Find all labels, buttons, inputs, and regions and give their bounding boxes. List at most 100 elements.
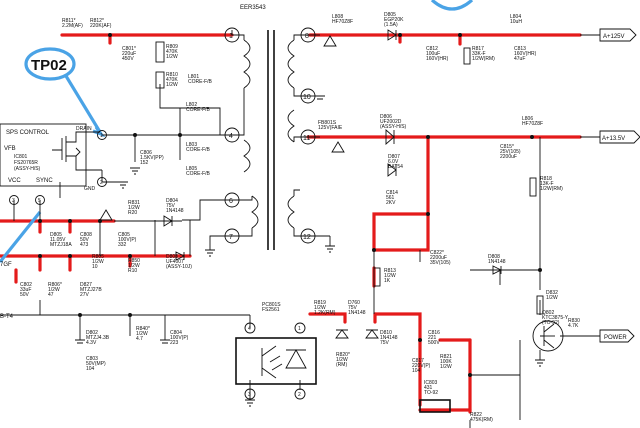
d806-part: UF2002D [380,119,402,125]
r813-val: 1K [384,278,391,284]
c822-v: 35V(105) [430,260,451,266]
r817-ref: R817 [472,46,484,52]
pc-pin-4: 4 [248,326,251,332]
svg-text:C815*25V(105)2200uF: C815*25V(105)2200uF [500,144,521,160]
r811-ref: R811* [62,18,76,24]
d805-v: 11.05V [50,237,66,243]
c822-val: 2200uF [430,255,447,261]
power-tag-label: POWER [604,335,627,341]
tp02-marker: TP02 [24,47,106,138]
d832-w: 1/2W [546,295,558,301]
c801-ref: C801* [122,46,136,52]
c803-code: 104 [86,366,95,372]
r840-val: 4.7 [136,336,143,342]
q802-pkg: (TO-92) [542,320,560,326]
r819-ref: R819 [314,300,326,306]
pin-8: 8 [305,33,309,40]
r822-ref: R822 [470,412,482,418]
r818-w: 1/2W(RM) [540,186,563,192]
l804-val: 10uH [510,19,522,25]
r819-val: 1.2K(RM) [314,310,336,316]
q802-transistor [532,320,564,352]
c805-v: 100V(P) [118,237,137,243]
c813-val: 47uF [514,56,525,62]
l805-ref: L805 [186,166,197,172]
pin-10: 10 [303,94,311,101]
r809-w: 1/2W [166,54,178,60]
l804-ref: L804 [510,14,521,20]
r818-ref: R818 [540,176,552,182]
pin-11: 11 [303,135,310,142]
r813-ref: R813 [384,268,396,274]
c816-v: 500V [428,340,440,346]
pin-6: 6 [229,198,233,205]
d827-v: 27V [80,292,90,298]
c816-code: 221 [428,335,437,341]
resistor-symbols [155,41,544,315]
d805-ref: D805 [50,232,62,238]
ic-gnd: GND [84,186,96,192]
l806-ref: L806 [522,116,533,122]
c804-ref: C804 [170,330,182,336]
r850-ref: R850 [128,258,140,264]
ic803-ref: IC803 [424,380,438,386]
r821-val: 100K [440,359,452,365]
d802-v: 4.3V [86,340,97,346]
l802-ref: L802 [186,102,197,108]
pc-pin-1: 1 [298,326,301,332]
c808-code: 473 [80,242,89,248]
pc801-ref: PC801S [262,302,281,308]
c815-v: 25V(105) [500,149,521,155]
l802-val: CORE-F/B [186,107,211,113]
blue-arc-top [430,0,474,11]
c806-ref: C806 [140,150,152,156]
c817-ref: C817 [412,358,424,364]
c815-ref: C815* [500,144,514,150]
ic803-part: 431 [424,385,433,391]
d803b-assy: (ASSY-10J) [166,264,192,270]
c805-ref: C805 [118,232,130,238]
d804-v: 75V [166,203,176,209]
pin-4: 4 [229,133,233,140]
c803-v: 50V(MP) [86,361,106,367]
c802-v: 50V [20,292,30,298]
l803-ref: L803 [186,142,197,148]
pin-7: 7 [229,234,233,241]
r850-val: R10 [128,268,137,274]
d832-ref: D832 [546,290,558,296]
ic-assy: (ASSY-H/S) [14,166,41,172]
svg-text:R811*2.2M(AF): R811*2.2M(AF) [62,18,83,29]
d804-part: 1N4148 [166,208,184,214]
rail-tags: A+125V A+13.5V POWER [599,28,640,343]
r812-val: 220K(AF) [90,23,112,29]
l806-part: HF70Z8F [522,121,543,127]
c801-val: 220uF [122,51,136,57]
r809-val: 470K [166,49,178,55]
d805b-part: EGP20K [384,17,404,23]
fb-ref: FB801S [318,120,337,126]
c808-v: 50V [80,237,90,243]
ic-pin-1: 1 [100,133,103,139]
c815-val: 2200uF [500,154,517,160]
r822-val: 475K(RM) [470,417,493,423]
c808-ref: C808 [80,232,92,238]
